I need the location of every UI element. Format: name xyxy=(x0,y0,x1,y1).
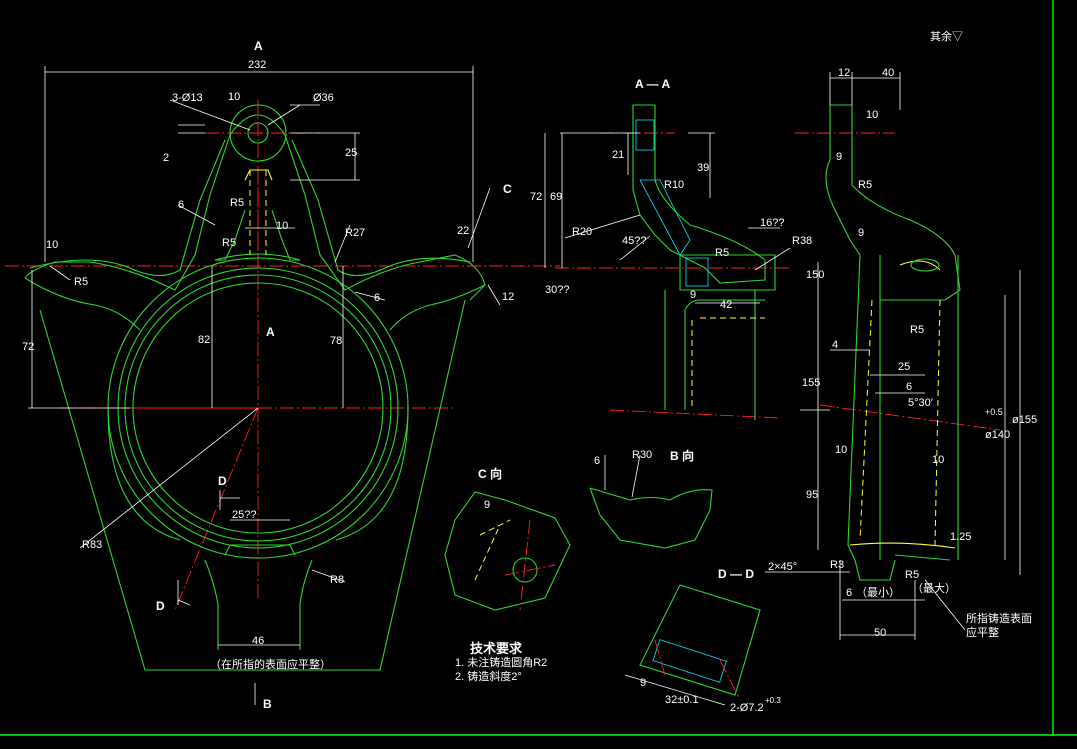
view-label-c-arrow: C xyxy=(503,182,512,196)
view-b xyxy=(589,454,713,549)
b-dim-6: 6 xyxy=(594,455,601,467)
aa-dim-r20: R20 xyxy=(572,226,593,238)
side-dim-50: 50 xyxy=(874,627,887,639)
bottom-surface-note: （在所指的表面应平整） xyxy=(210,659,331,671)
side-dim-r3: R3 xyxy=(830,559,845,571)
side-dim-95: 95 xyxy=(806,489,819,501)
side-dim-4: 4 xyxy=(832,339,839,351)
aa-dim-42: 42 xyxy=(720,299,733,311)
view-label-section-dd: D — D xyxy=(718,567,754,581)
dd-dim-tol: +0.3 xyxy=(765,696,781,705)
side-dim-angle: 5°30′ xyxy=(908,397,933,409)
side-view xyxy=(765,72,1021,640)
side-label-min: （最小） xyxy=(856,587,900,599)
dim-r5-b: R5 xyxy=(222,237,237,249)
side-dim-10c: 10 xyxy=(932,454,945,466)
side-dim-150: 150 xyxy=(806,269,825,281)
dim-78: 78 xyxy=(330,335,343,347)
dim-2: 2 xyxy=(163,152,170,164)
side-dim-dia140: ø140 xyxy=(985,429,1011,441)
dim-82: 82 xyxy=(198,334,211,346)
view-label-top-a: A xyxy=(254,39,263,53)
view-label-b: B 向 xyxy=(670,449,695,463)
dim-holes-13: 3-Ø13 xyxy=(172,92,203,104)
aa-dim-r5: R5 xyxy=(715,247,730,259)
view-label-d-upper: D xyxy=(218,474,227,488)
dim-10-left: 10 xyxy=(46,239,59,251)
side-note-line2: 应平整 xyxy=(966,627,999,639)
dim-22: 22 xyxy=(457,225,470,237)
aa-dim-21: 21 xyxy=(612,149,625,161)
view-label-center-a: A xyxy=(266,325,275,339)
dim-25b: 25?? xyxy=(232,509,257,521)
view-label-d-lower: D xyxy=(156,599,165,613)
side-dim-r5a: R5 xyxy=(858,179,873,191)
view-c xyxy=(444,491,571,611)
side-dim-155: 155 xyxy=(802,377,821,389)
corner-roughness-note: 其余▽ xyxy=(930,31,963,43)
side-label-max: （最大） xyxy=(912,583,956,595)
side-dim-tol140: +0.5 xyxy=(985,407,1003,417)
dim-72: 72 xyxy=(22,341,35,353)
dd-dim-holes: 2-Ø7.2 xyxy=(730,702,764,714)
dim-46: 46 xyxy=(252,635,265,647)
dim-6-b: 6 xyxy=(374,292,381,304)
side-dim-6: 6 xyxy=(906,381,913,393)
view-label-c: C 向 xyxy=(478,467,503,481)
side-dim-10b: 10 xyxy=(835,444,848,456)
side-dim-6b: 6 xyxy=(846,587,853,599)
c-dim-9: 9 xyxy=(484,499,491,511)
aa-dim-9: 9 xyxy=(690,289,697,301)
side-dim-9b: 9 xyxy=(858,227,865,239)
aa-dim-45: 45?? xyxy=(622,235,647,247)
tech-req-item-2: 2. 铸造斜度2° xyxy=(455,671,522,683)
aa-dim-r10: R10 xyxy=(664,179,685,191)
aa-dim-39: 39 xyxy=(697,162,710,174)
dim-10-mid: 10 xyxy=(276,220,289,232)
tech-req-item-1: 1. 未注铸造圆角R2 xyxy=(455,657,548,669)
view-label-bottom-b: B xyxy=(263,697,272,711)
side-note-line1: 所指铸造表面 xyxy=(966,613,1032,625)
side-dim-chamfer: 2×45° xyxy=(768,561,798,573)
tech-req-title: 技术要求 xyxy=(470,641,523,656)
dim-r8: R8 xyxy=(330,574,345,586)
side-dim-125: 1.25 xyxy=(950,531,972,543)
side-dim-25: 25 xyxy=(898,361,911,373)
section-aa xyxy=(544,104,791,420)
dd-dim-9: 9 xyxy=(640,677,647,689)
dim-12: 12 xyxy=(502,291,515,303)
dim-r83: R83 xyxy=(82,539,103,551)
side-dim-dia155: ø155 xyxy=(1012,414,1038,426)
aa-dim-r38: R38 xyxy=(792,235,813,247)
view-label-section-aa: A — A xyxy=(635,77,671,91)
side-dim-9a: 9 xyxy=(836,151,843,163)
dim-10-top: 10 xyxy=(228,91,241,103)
dim-r27: R27 xyxy=(345,227,366,239)
side-dim-40: 40 xyxy=(882,67,895,79)
side-dim-10: 10 xyxy=(866,109,879,121)
aa-dim-69: 69 xyxy=(550,191,563,203)
dim-r5-left: R5 xyxy=(74,276,89,288)
aa-dim-16: 16?? xyxy=(760,217,785,229)
aa-dim-30: 30?? xyxy=(545,284,570,296)
side-dim-r5c: R5 xyxy=(905,569,920,581)
dim-dia36: Ø36 xyxy=(313,92,334,104)
dim-6-a: 6 xyxy=(178,199,185,211)
front-view xyxy=(5,66,560,705)
b-dim-r30: R30 xyxy=(632,449,653,461)
side-dim-r5b: R5 xyxy=(910,324,925,336)
section-dd xyxy=(624,584,761,706)
dim-25: 25 xyxy=(345,147,358,159)
dim-r5-a: R5 xyxy=(230,197,245,209)
dd-dim-32: 32±0.1 xyxy=(665,694,699,706)
side-dim-12: 12 xyxy=(838,67,851,79)
dim-232: 232 xyxy=(248,59,267,71)
section-arrows xyxy=(177,490,240,606)
aa-dim-72: 72 xyxy=(530,191,543,203)
